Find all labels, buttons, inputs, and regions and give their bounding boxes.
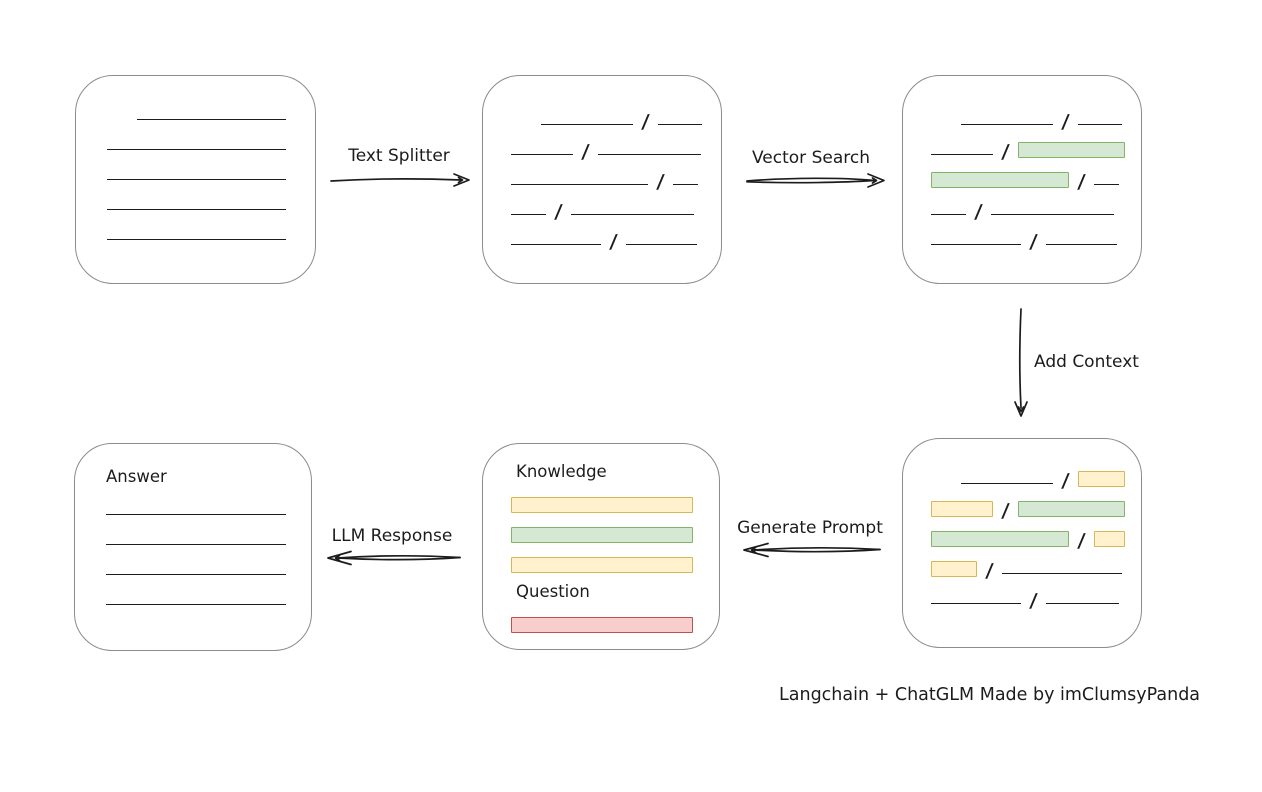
text-line xyxy=(107,149,286,150)
text-line xyxy=(672,184,698,185)
text-line xyxy=(1077,124,1122,125)
chunk-row xyxy=(483,601,719,633)
chunk-row xyxy=(76,121,315,151)
chunk-highlight-red xyxy=(511,617,693,633)
text-line xyxy=(625,244,697,245)
chunk-row xyxy=(75,486,311,516)
document-box xyxy=(75,75,316,284)
text-line xyxy=(657,124,702,125)
chunk-row: / xyxy=(903,455,1141,492)
chunk-highlight-yellow xyxy=(511,497,693,513)
chunk-row: / xyxy=(483,186,721,223)
slash-separator: / xyxy=(608,231,619,253)
context-chunks-box: ///// xyxy=(902,438,1142,648)
chunk-row: / xyxy=(903,156,1141,193)
chunk-row xyxy=(75,576,311,606)
credit-caption: Langchain + ChatGLM Made by imClumsyPand… xyxy=(779,685,1201,705)
chunk-highlight-yellow xyxy=(1077,471,1125,487)
text-line xyxy=(931,214,966,215)
chunk-highlight-green xyxy=(931,531,1069,547)
text-line xyxy=(1001,573,1122,574)
chunk-row: / xyxy=(903,515,1141,552)
chunk-row: / xyxy=(903,485,1141,522)
vector-search-label: Vector Search xyxy=(752,148,870,168)
text-splitter-label: Text Splitter xyxy=(348,146,450,166)
chunk-row: / xyxy=(903,186,1141,223)
text-line xyxy=(931,603,1021,604)
chunk-highlight-green xyxy=(511,527,693,543)
answer-box: Answer xyxy=(74,443,312,651)
chunk-highlight-green xyxy=(1017,142,1125,158)
text-line xyxy=(541,124,633,125)
chunk-row: / xyxy=(483,156,721,193)
chunk-row: Question xyxy=(483,571,719,601)
box-title: Answer xyxy=(106,467,167,486)
chunk-highlight-yellow xyxy=(931,561,977,577)
box-title: Question xyxy=(516,582,590,601)
chunk-highlight-yellow xyxy=(1093,531,1125,547)
add-context-arrow xyxy=(1014,308,1028,417)
text-line xyxy=(961,124,1053,125)
text-line xyxy=(511,184,648,185)
chunk-row: / xyxy=(903,96,1141,133)
chunk-row: / xyxy=(903,216,1141,253)
slash-separator: / xyxy=(1028,231,1039,253)
vector-matches-box: ///// xyxy=(902,75,1142,284)
chunk-row xyxy=(483,511,719,543)
text-line xyxy=(106,604,286,605)
chunk-row: / xyxy=(903,126,1141,163)
llm-response-arrow xyxy=(327,550,461,566)
text-line xyxy=(106,574,286,575)
text-line xyxy=(107,179,286,180)
chunk-row: / xyxy=(483,96,721,133)
chunk-row: / xyxy=(903,545,1141,582)
text-line xyxy=(511,154,573,155)
generate-prompt-arrow xyxy=(743,542,881,558)
llm-response-label: LLM Response xyxy=(331,526,453,546)
chunk-row xyxy=(75,516,311,546)
box-title: Knowledge xyxy=(516,462,607,481)
chunk-highlight-green xyxy=(931,172,1069,188)
chunk-highlight-yellow xyxy=(931,501,993,517)
slash-separator: / xyxy=(1028,590,1039,612)
chunk-row xyxy=(76,181,315,211)
add-context-label: Add Context xyxy=(1034,352,1139,372)
text-line xyxy=(137,119,286,120)
text-line xyxy=(570,214,694,215)
chunk-row: Knowledge xyxy=(483,451,719,481)
text-line xyxy=(1045,244,1117,245)
chunk-row xyxy=(76,211,315,241)
generate-prompt-label: Generate Prompt xyxy=(737,518,883,538)
text-line xyxy=(511,244,601,245)
text-line xyxy=(511,214,546,215)
chunk-row xyxy=(483,481,719,513)
text-line xyxy=(106,544,286,545)
text-line xyxy=(597,154,701,155)
vector-search-arrow xyxy=(746,173,885,188)
chunk-row: Answer xyxy=(75,456,311,486)
text-line xyxy=(931,154,993,155)
chunk-row xyxy=(75,546,311,576)
text-line xyxy=(1045,603,1119,604)
split-chunks-box: ///// xyxy=(482,75,722,284)
chunk-row: / xyxy=(483,126,721,163)
text-line xyxy=(961,483,1053,484)
chunk-row xyxy=(76,151,315,181)
text-splitter-arrow xyxy=(330,173,470,187)
chunk-row xyxy=(483,541,719,573)
text-line xyxy=(1093,184,1119,185)
text-line xyxy=(107,239,286,240)
chunk-row: / xyxy=(903,575,1141,612)
text-line xyxy=(107,209,286,210)
text-line xyxy=(990,214,1114,215)
text-line xyxy=(931,244,1021,245)
chunk-highlight-yellow xyxy=(511,557,693,573)
text-line xyxy=(106,514,286,515)
chunk-highlight-green xyxy=(1017,501,1125,517)
chunk-row xyxy=(76,91,315,121)
chunk-row: / xyxy=(483,216,721,253)
